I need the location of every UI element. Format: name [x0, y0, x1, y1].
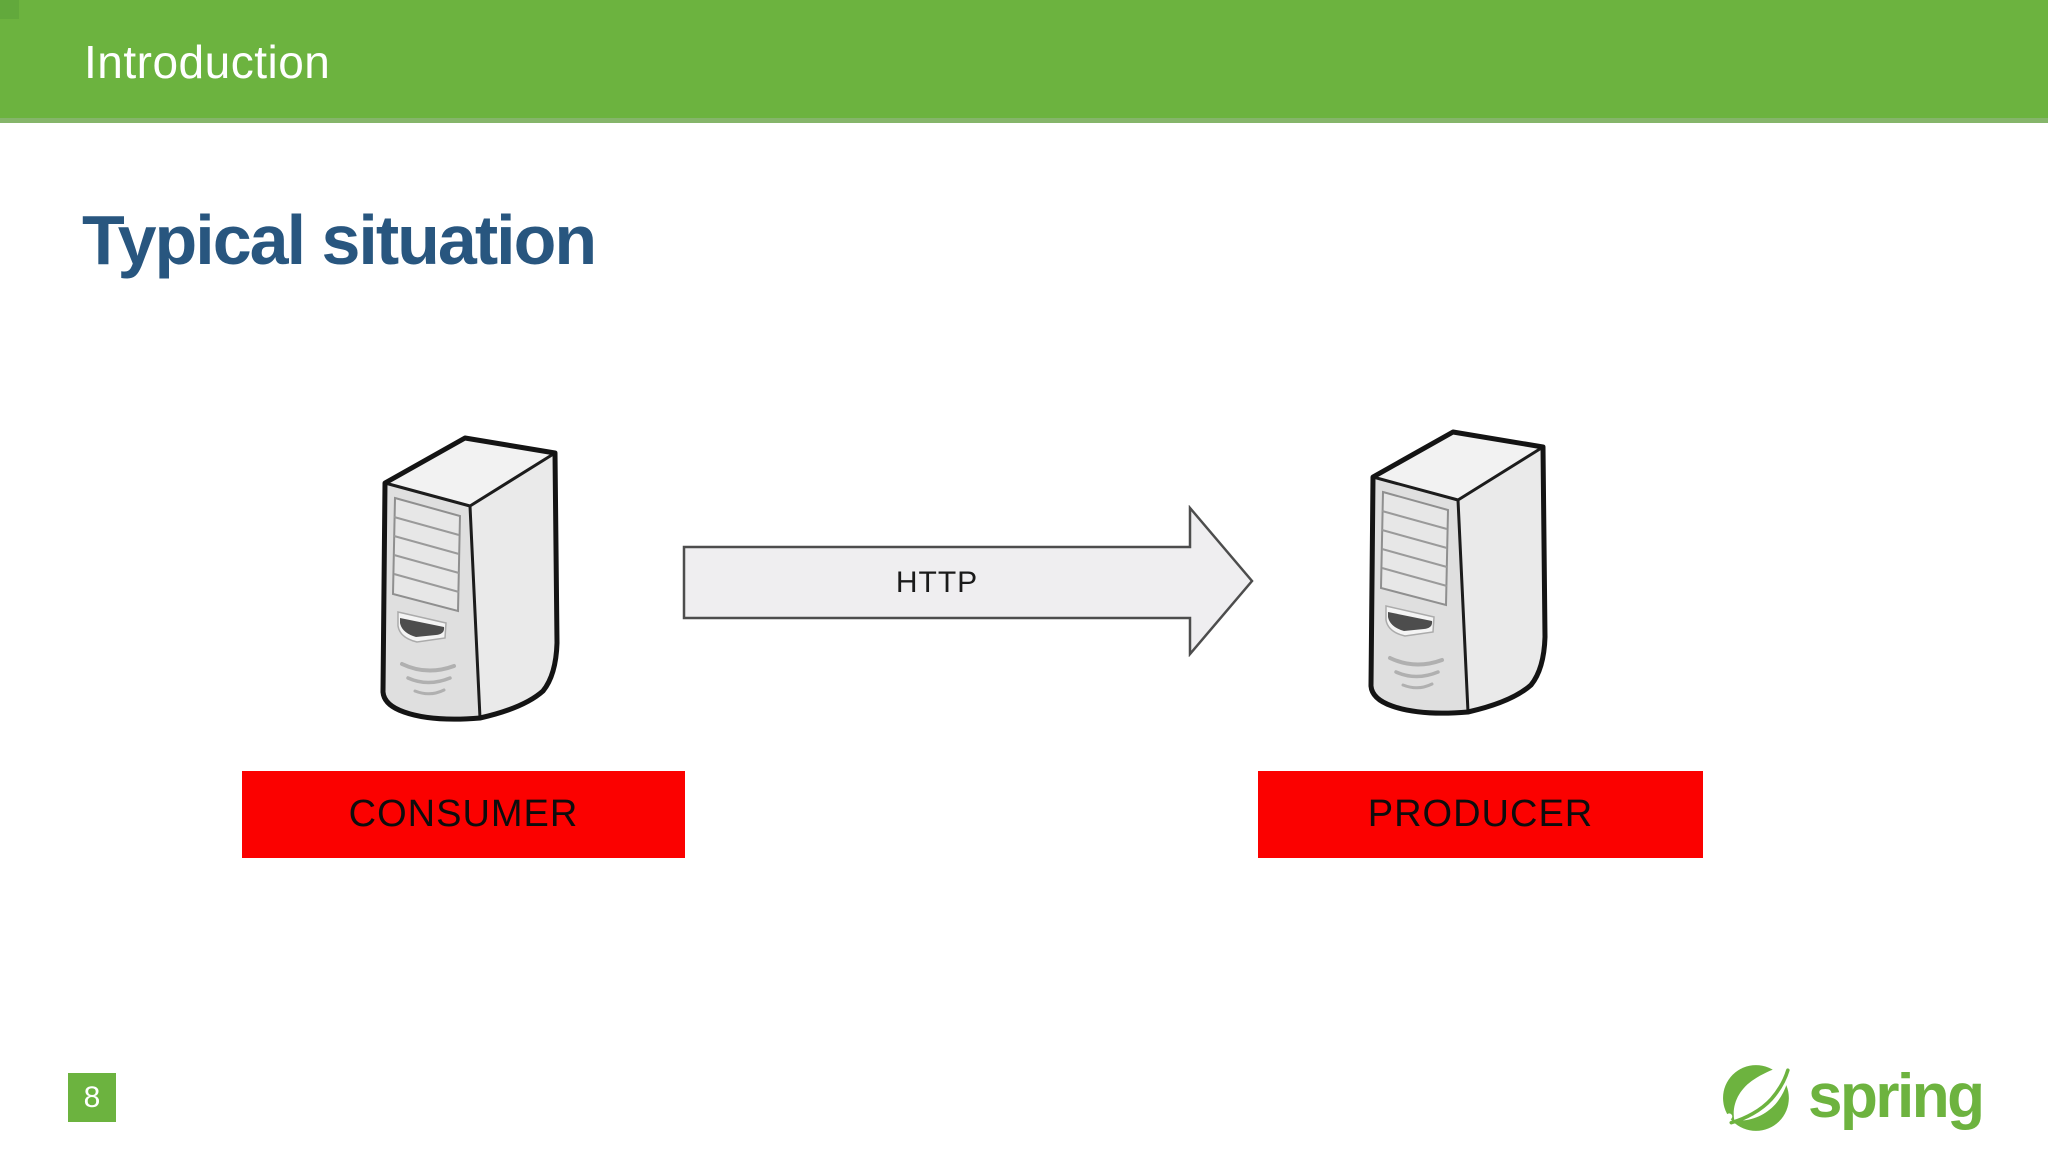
section-title: Introduction — [84, 35, 331, 88]
page-number: 8 — [83, 1080, 101, 1114]
producer-label: PRODUCER — [1367, 793, 1594, 835]
header-corner-accent — [0, 0, 19, 19]
consumer-label: CONSUMER — [348, 793, 579, 835]
page-number-badge: 8 — [68, 1073, 116, 1122]
spring-logo: spring — [1722, 1054, 2022, 1140]
spring-wordmark: spring — [1808, 1062, 1985, 1131]
header-bar: Introduction — [0, 0, 2048, 123]
http-arrow — [682, 505, 1254, 657]
page-title: Typical situation — [82, 201, 597, 279]
http-arrow-label: HTTP — [895, 566, 979, 599]
consumer-label-box: CONSUMER — [242, 771, 685, 858]
spring-leaf-icon — [1723, 1065, 1790, 1131]
producer-server-tower-icon — [1368, 429, 1548, 716]
producer-label-box: PRODUCER — [1258, 771, 1703, 858]
consumer-server-tower-icon — [380, 435, 560, 722]
